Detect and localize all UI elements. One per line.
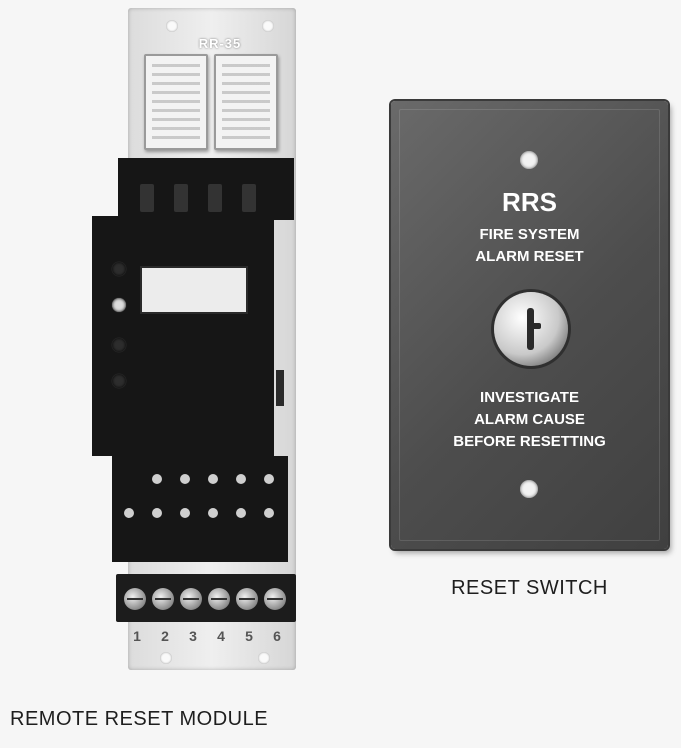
terminal-screw <box>264 588 286 610</box>
rivet <box>180 474 190 484</box>
warning-line: BEFORE RESETTING <box>453 433 606 450</box>
terminal-number: 1 <box>133 628 141 644</box>
switch-caption: RESET SWITCH <box>451 577 608 599</box>
terminal-screw <box>180 588 202 610</box>
board-mount-hole <box>166 20 178 32</box>
rivet <box>264 474 274 484</box>
switch-label-line1: FIRE SYSTEM <box>479 226 580 243</box>
plate-screw-hole <box>520 480 538 498</box>
indicator-led <box>112 298 126 312</box>
vent-slot <box>242 184 256 212</box>
pin-connector <box>214 54 278 150</box>
terminal-screw <box>152 588 174 610</box>
terminal-number: 4 <box>217 628 225 644</box>
switch-label-line2: ALARM RESET <box>475 248 584 265</box>
indicator-led <box>112 338 126 352</box>
warning-line: ALARM CAUSE <box>474 411 585 428</box>
rivet <box>236 508 246 518</box>
terminal-number: 6 <box>273 628 281 644</box>
rivet <box>208 508 218 518</box>
warning-line: INVESTIGATE <box>480 389 579 406</box>
rivet <box>180 508 190 518</box>
module-lower-housing <box>112 456 288 562</box>
label-window <box>140 266 248 314</box>
switch-model: RRS <box>502 187 557 217</box>
vent-slot <box>208 184 222 212</box>
terminal-number: 2 <box>161 628 169 644</box>
terminal-screw <box>208 588 230 610</box>
indicator-led <box>112 374 126 388</box>
diode-component <box>276 370 284 406</box>
board-mount-hole <box>160 652 172 664</box>
terminal-screw <box>236 588 258 610</box>
terminal-number: 3 <box>189 628 197 644</box>
rivet <box>152 508 162 518</box>
board-mount-hole <box>262 20 274 32</box>
vent-slot <box>174 184 188 212</box>
board-mount-hole <box>258 652 270 664</box>
terminal-screw <box>124 588 146 610</box>
rivet <box>208 474 218 484</box>
plate-screw-hole <box>520 151 538 169</box>
terminal-number: 5 <box>245 628 253 644</box>
rivet <box>152 474 162 484</box>
board-label: RR-35 <box>198 36 242 51</box>
rivet <box>124 508 134 518</box>
pin-connector <box>144 54 208 150</box>
vent-slot <box>140 184 154 212</box>
indicator-led <box>112 262 126 276</box>
keylock-icon[interactable] <box>494 292 568 366</box>
rivet <box>264 508 274 518</box>
switch-wall-plate <box>391 101 668 549</box>
rivet <box>236 474 246 484</box>
module-caption: REMOTE RESET MODULE <box>10 708 269 730</box>
module-front-panel <box>92 216 274 456</box>
